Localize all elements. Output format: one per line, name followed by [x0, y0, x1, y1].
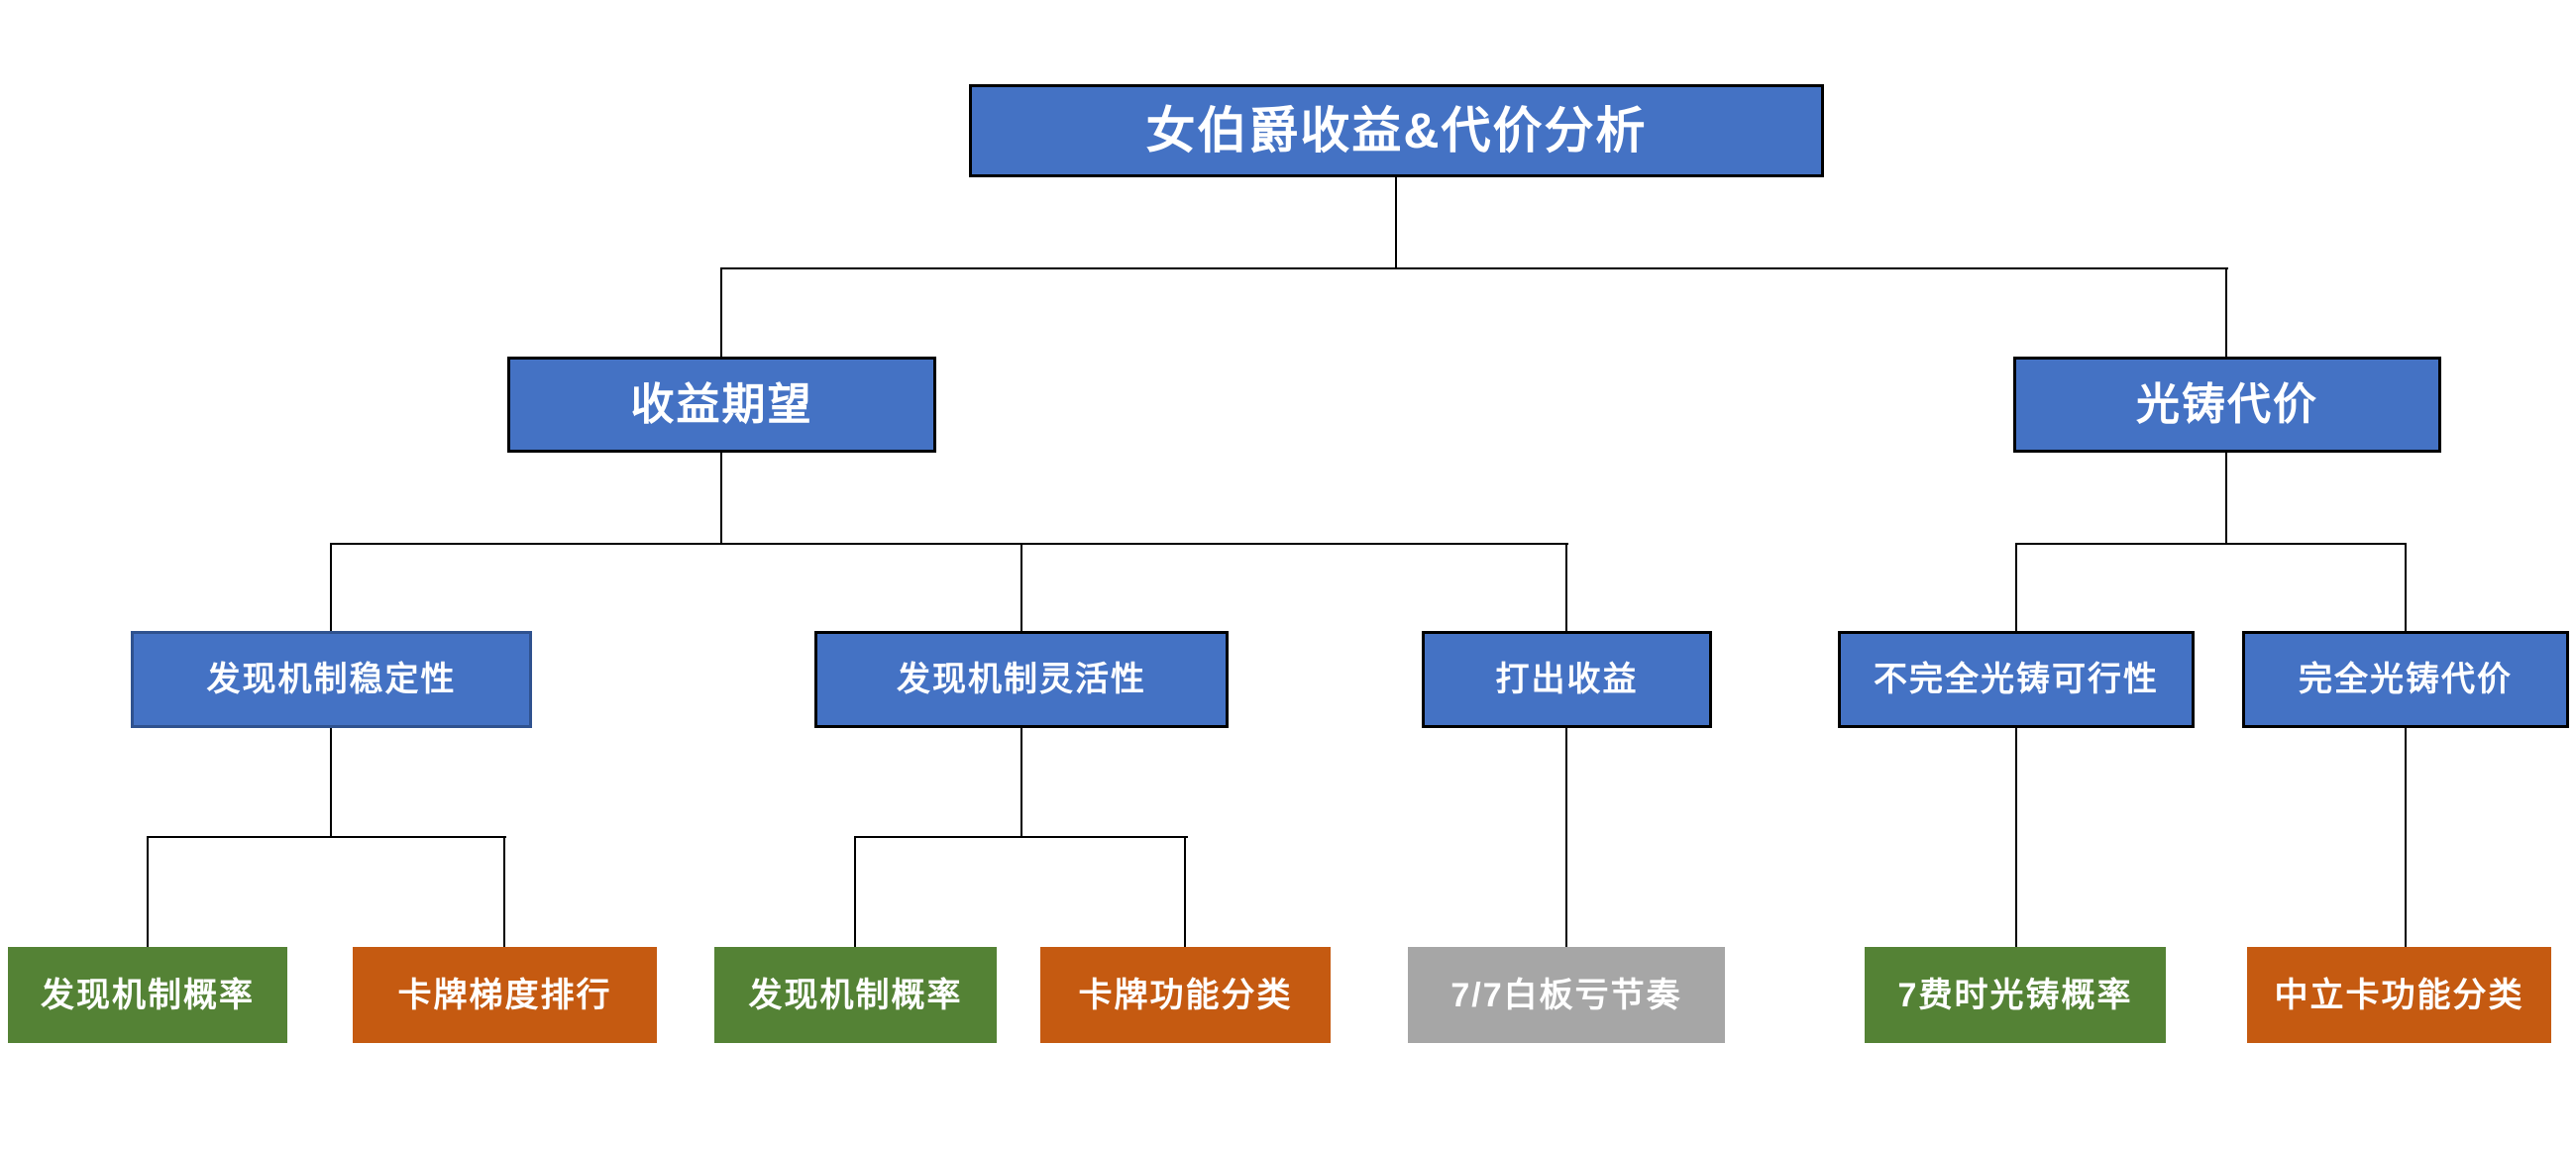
connector-line	[1565, 543, 1567, 633]
connector-line	[2015, 543, 2407, 545]
connector-line	[2015, 727, 2017, 949]
node-discover-flexibility: 发现机制灵活性	[814, 631, 1229, 728]
connector-line	[1565, 727, 1567, 949]
connector-line	[330, 727, 332, 838]
connector-line	[1184, 836, 1186, 949]
connector-line	[720, 267, 722, 359]
connector-line	[720, 452, 722, 545]
connector-line	[854, 836, 1188, 838]
leaf-discover-probability-1: 发现机制概率	[8, 947, 287, 1043]
connector-line	[1395, 177, 1397, 268]
connector-line	[330, 543, 1568, 545]
leaf-discover-probability-2: 发现机制概率	[714, 947, 997, 1043]
connector-line	[503, 836, 505, 949]
leaf-77-vanilla-tempo-loss: 7/7白板亏节奏	[1408, 947, 1725, 1043]
connector-line	[147, 836, 149, 949]
node-full-lightforge-cost: 完全光铸代价	[2242, 631, 2569, 728]
node-root-title: 女伯爵收益&代价分析	[969, 84, 1824, 177]
leaf-card-tier-ranking: 卡牌梯度排行	[353, 947, 657, 1043]
connector-line	[2015, 543, 2017, 633]
node-income-expectation: 收益期望	[507, 357, 936, 453]
connector-line	[720, 267, 2228, 269]
leaf-7cost-lightforge-probability: 7费时光铸概率	[1865, 947, 2166, 1043]
connector-line	[2405, 543, 2407, 633]
node-partial-lightforge-feasibility: 不完全光铸可行性	[1838, 631, 2195, 728]
connector-line	[330, 543, 332, 633]
node-discover-stability: 发现机制稳定性	[131, 631, 532, 728]
connector-line	[854, 836, 856, 949]
connector-line	[1020, 727, 1022, 838]
leaf-card-function-category: 卡牌功能分类	[1040, 947, 1331, 1043]
node-lightforge-cost: 光铸代价	[2013, 357, 2441, 453]
connector-line	[2225, 267, 2227, 359]
connector-line	[1020, 543, 1022, 633]
connector-line	[147, 836, 506, 838]
node-play-income: 打出收益	[1422, 631, 1712, 728]
connector-line	[2225, 452, 2227, 545]
leaf-neutral-card-function-category: 中立卡功能分类	[2247, 947, 2551, 1043]
connector-line	[2405, 727, 2407, 949]
